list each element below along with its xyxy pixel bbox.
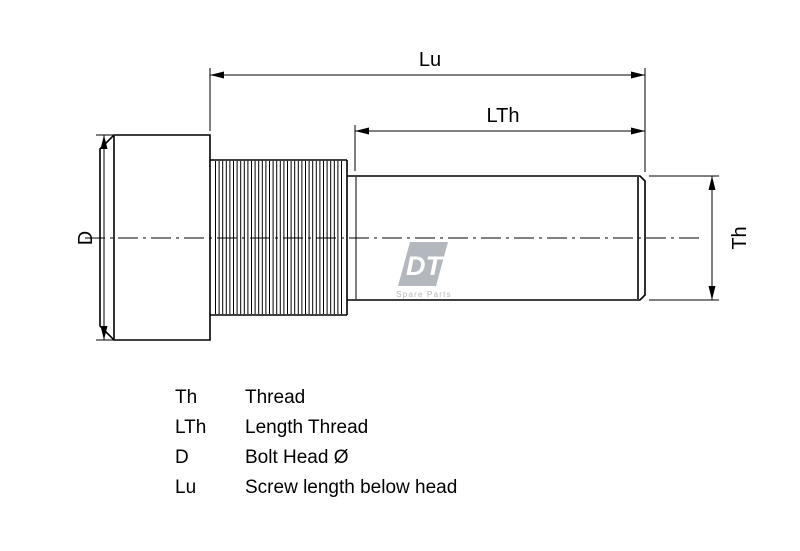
dt-logo-rhombus <box>398 242 448 286</box>
legend: Th Thread LTh Length Thread D Bolt Head … <box>175 383 457 503</box>
legend-row-lth: LTh Length Thread <box>175 413 457 443</box>
legend-row-th: Th Thread <box>175 383 457 413</box>
lu-arrow-left <box>210 71 224 79</box>
legend-description: Screw length below head <box>245 477 458 498</box>
dimension-lth <box>354 125 645 171</box>
legend-row-d: D Bolt Head Ø <box>175 443 457 473</box>
dt-logo-watermark: DT Spare Parts <box>396 242 451 299</box>
lth-label: LTh <box>487 105 520 127</box>
legend-symbol: LTh <box>175 417 207 438</box>
dimension-th <box>649 175 719 301</box>
dimension-d <box>96 134 114 341</box>
legend-symbol: D <box>175 447 189 468</box>
lu-label: Lu <box>419 49 441 71</box>
lth-arrow-right <box>631 127 645 135</box>
dimensions <box>96 68 719 341</box>
legend-description: Thread <box>245 387 306 408</box>
th-label: Th <box>729 226 751 249</box>
d-label: D <box>75 231 97 245</box>
bolt-part <box>99 134 646 341</box>
th-arrow-top <box>708 176 716 190</box>
legend-description: Bolt Head Ø <box>245 447 349 468</box>
legend-symbol: Th <box>175 387 198 408</box>
lu-arrow-right <box>631 71 645 79</box>
shaft-outline <box>347 175 646 301</box>
lth-arrow-left <box>355 127 369 135</box>
d-arrow-top <box>100 135 108 149</box>
legend-row-lu: Lu Screw length below head <box>175 473 457 503</box>
legend-description: Length Thread <box>245 417 369 438</box>
d-arrow-bottom <box>100 326 108 340</box>
dt-logo-text: DT <box>406 251 444 281</box>
dimension-lu <box>209 68 646 172</box>
dt-logo-subtext: Spare Parts <box>396 290 451 299</box>
legend-symbol: Lu <box>175 477 197 498</box>
th-arrow-bottom <box>708 286 716 300</box>
